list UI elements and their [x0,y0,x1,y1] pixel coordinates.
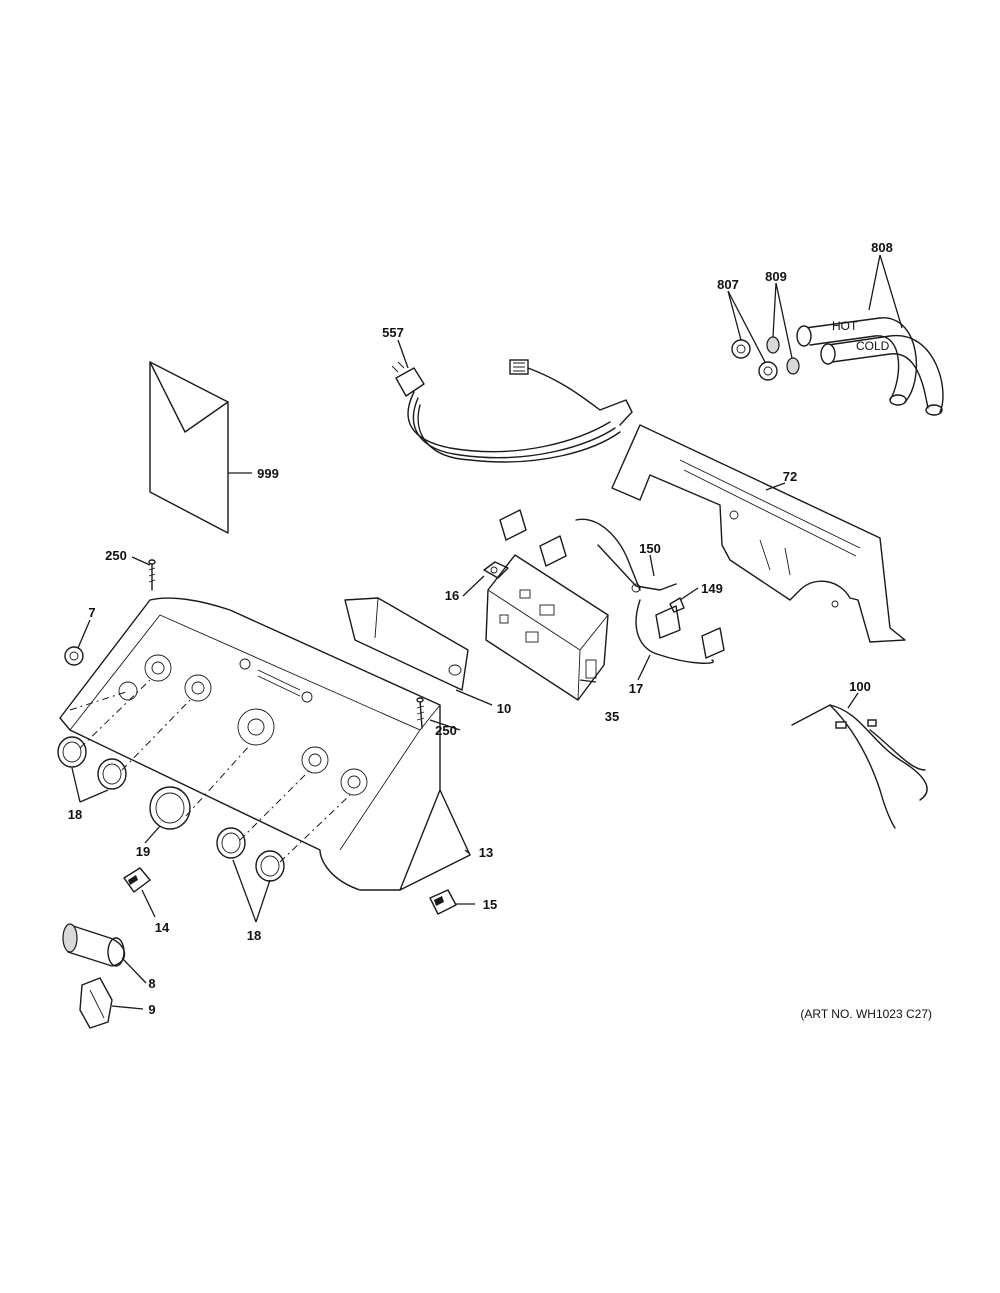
callout-18-a: 18 [68,807,82,822]
callout-250-a: 250 [105,548,127,563]
part-7-cap [64,646,84,666]
part-9-bracket [79,977,113,1029]
callout-16: 16 [445,588,459,603]
hot-hose-label: HOT [832,319,858,333]
callout-150: 150 [639,541,661,556]
callout-72: 72 [783,469,797,484]
callout-7: 7 [88,605,95,620]
part-14-clip [123,867,151,893]
callout-250-b: 250 [435,723,457,738]
part-250-screw [148,559,156,591]
part-557-power-cord [391,359,633,463]
board-switches [499,509,641,591]
part-8-capacitor [62,923,126,967]
part-35-control-board [485,554,609,701]
callout-19: 19 [136,844,150,859]
part-150-lever [597,544,677,593]
callout-808: 808 [871,240,893,255]
callout-100: 100 [849,679,871,694]
callout-9: 9 [148,1002,155,1017]
alignment-lines [69,679,351,863]
cold-hose-label: COLD [856,339,890,353]
callout-10: 10 [497,701,511,716]
callout-15: 15 [483,897,497,912]
part-808-fill-hoses: HOT COLD [796,317,944,416]
part-17-lid-switch [635,599,725,664]
part-72-bracket [611,424,906,643]
part-16-button-module [483,561,509,579]
callout-809: 809 [765,269,787,284]
part-13-console [59,597,471,891]
part-999-literature [149,361,229,534]
callout-149: 149 [701,581,723,596]
leader-lines [71,254,903,1010]
art-number: (ART NO. WH1023 C27) [800,1007,932,1021]
callout-14: 14 [155,920,170,935]
part-250-screw-b [416,697,425,729]
callout-18-b: 18 [247,928,261,943]
part-10-panel [344,597,469,691]
part-19-main-knob [149,786,191,830]
callout-999: 999 [257,466,279,481]
part-15-clip [429,889,457,915]
part-18-knob [57,736,285,882]
part-149-clip [669,597,685,613]
callout-807: 807 [717,277,739,292]
part-809-inlet-screens [766,336,800,375]
callout-35: 35 [605,709,619,724]
callout-labels: 807 809 808 557 999 72 150 149 16 250 7 … [68,240,893,1017]
part-100-harness [791,704,928,829]
callout-17: 17 [629,681,643,696]
callout-8: 8 [148,976,155,991]
callout-557: 557 [382,325,404,340]
callout-13: 13 [479,845,493,860]
